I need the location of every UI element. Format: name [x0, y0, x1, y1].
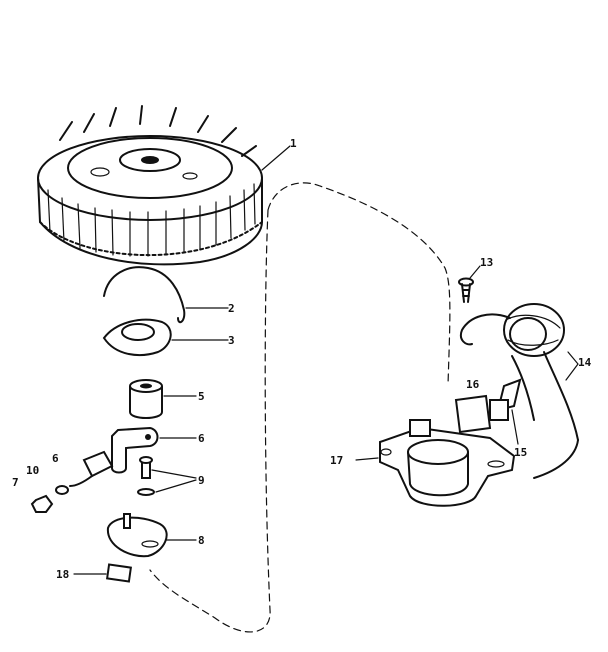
callout-17: 16 [466, 378, 480, 391]
callout-8: 7 [12, 476, 19, 489]
washer [55, 485, 69, 495]
coil-bracket [454, 394, 509, 434]
breaker-base-plate [106, 513, 168, 558]
callout-1: 1 [290, 137, 297, 150]
flywheel [37, 105, 263, 266]
callout-7: 6 [52, 452, 59, 465]
mounting-screw [458, 277, 474, 303]
callout-15: 13 [480, 256, 493, 269]
callout-14: 15 [514, 446, 527, 459]
assembly-dashed-line [149, 182, 451, 633]
callout-6b: 8 [198, 534, 205, 547]
callout-6a: 6 [198, 432, 205, 445]
callout-3: 3 [228, 334, 235, 347]
ignition-coil [460, 303, 579, 479]
callout-2: 2 [228, 302, 235, 315]
screw-and-washer [137, 456, 155, 496]
callout-18: 18 [56, 568, 69, 581]
coil-housing [379, 419, 516, 507]
callout-13: 14 [578, 356, 592, 369]
callout-16: 17 [330, 454, 343, 467]
callout-5: 5 [198, 390, 205, 403]
small-clip [106, 563, 132, 583]
callout-9: 9 [198, 474, 205, 487]
bushing [129, 379, 163, 419]
nut [30, 494, 54, 513]
callout-10: 10 [26, 464, 39, 477]
spring-clip [103, 266, 186, 324]
condenser [69, 450, 114, 487]
